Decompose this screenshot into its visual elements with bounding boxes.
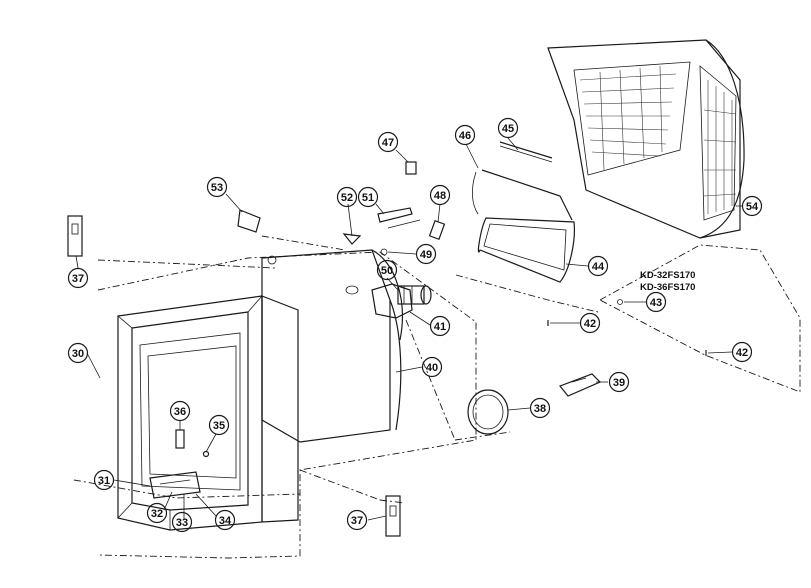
- callout-49-label: 49: [420, 249, 432, 261]
- callout-33-label: 33: [176, 517, 188, 529]
- callout-30-label: 30: [72, 348, 84, 360]
- callout-32: 32: [146, 502, 168, 524]
- callout-50: 50: [376, 259, 398, 281]
- callout-39: 39: [608, 371, 630, 393]
- callout-54-label: 54: [746, 201, 759, 213]
- model-note: KD-32FS170 KD-36FS170: [640, 270, 695, 293]
- part-48: [428, 220, 446, 240]
- model-note-line-2: KD-36FS170: [640, 282, 695, 293]
- callout-42-a-label: 42: [584, 318, 596, 330]
- callout-40: 40: [421, 356, 443, 378]
- callout-35: 35: [208, 414, 230, 436]
- part-51: [377, 207, 421, 229]
- callout-35-label: 35: [213, 420, 225, 432]
- callout-53: 53: [206, 176, 228, 198]
- leader-lines: [75, 137, 742, 521]
- callout-40-label: 40: [426, 362, 438, 374]
- callout-47: 47: [377, 131, 399, 153]
- washer-43: [617, 299, 623, 305]
- callout-41-label: 41: [434, 321, 446, 333]
- button-36: [175, 429, 185, 449]
- callout-44: 44: [587, 255, 609, 277]
- callout-46-label: 46: [459, 130, 471, 142]
- callout-48: 48: [429, 184, 451, 206]
- model-note-line-1: KD-32FS170: [640, 270, 695, 281]
- clip-45: [499, 141, 553, 163]
- callout-44-label: 44: [592, 261, 605, 273]
- callout-51: 51: [357, 186, 379, 208]
- part-53: [237, 209, 261, 233]
- part-49: [380, 248, 388, 256]
- bracket-37-top: [67, 215, 83, 257]
- callout-36: 36: [169, 400, 191, 422]
- callout-48-label: 48: [434, 190, 446, 202]
- callout-31-label: 31: [98, 475, 110, 487]
- picture-tube: [261, 249, 403, 443]
- callout-53-label: 53: [211, 182, 223, 194]
- callout-38-label: 38: [534, 403, 546, 415]
- screw-35: [202, 450, 210, 458]
- callout-42-b: 42: [731, 341, 753, 363]
- board-39: [559, 373, 602, 397]
- callout-51-label: 51: [362, 192, 374, 204]
- callout-54: 54: [741, 195, 763, 217]
- callout-34-label: 34: [219, 515, 232, 527]
- callout-47-label: 47: [382, 137, 394, 149]
- callout-52-label: 52: [341, 192, 353, 204]
- callout-32-label: 32: [151, 508, 163, 520]
- callout-33: 33: [171, 511, 193, 533]
- callout-30: 30: [67, 342, 89, 364]
- front-bezel: [117, 295, 299, 531]
- callout-43: 43: [645, 291, 667, 313]
- callout-49: 49: [415, 243, 437, 265]
- callout-38: 38: [529, 397, 551, 419]
- callout-45-label: 45: [502, 123, 514, 135]
- callout-41: 41: [429, 315, 451, 337]
- callout-31: 31: [93, 469, 115, 491]
- ring-38: [467, 389, 509, 435]
- callout-50-label: 50: [381, 265, 393, 277]
- callout-37-top: 37: [67, 267, 89, 289]
- callout-46: 46: [454, 124, 476, 146]
- callout-42-b-label: 42: [736, 347, 748, 359]
- callout-43-label: 43: [650, 297, 662, 309]
- degauss-coil: [472, 169, 575, 283]
- part-47: [405, 161, 417, 175]
- callout-37-top-label: 37: [72, 273, 84, 285]
- callout-42-a: 42: [579, 312, 601, 334]
- control-panel-31: [149, 471, 201, 499]
- callout-34: 34: [214, 509, 236, 531]
- callout-52: 52: [336, 186, 358, 208]
- callout-37-bottom-label: 37: [351, 515, 363, 527]
- callout-39-label: 39: [613, 377, 625, 389]
- callout-37-bottom: 37: [346, 509, 368, 531]
- callout-45: 45: [497, 117, 519, 139]
- callout-36-label: 36: [174, 406, 186, 418]
- rear-cabinet: [547, 39, 745, 239]
